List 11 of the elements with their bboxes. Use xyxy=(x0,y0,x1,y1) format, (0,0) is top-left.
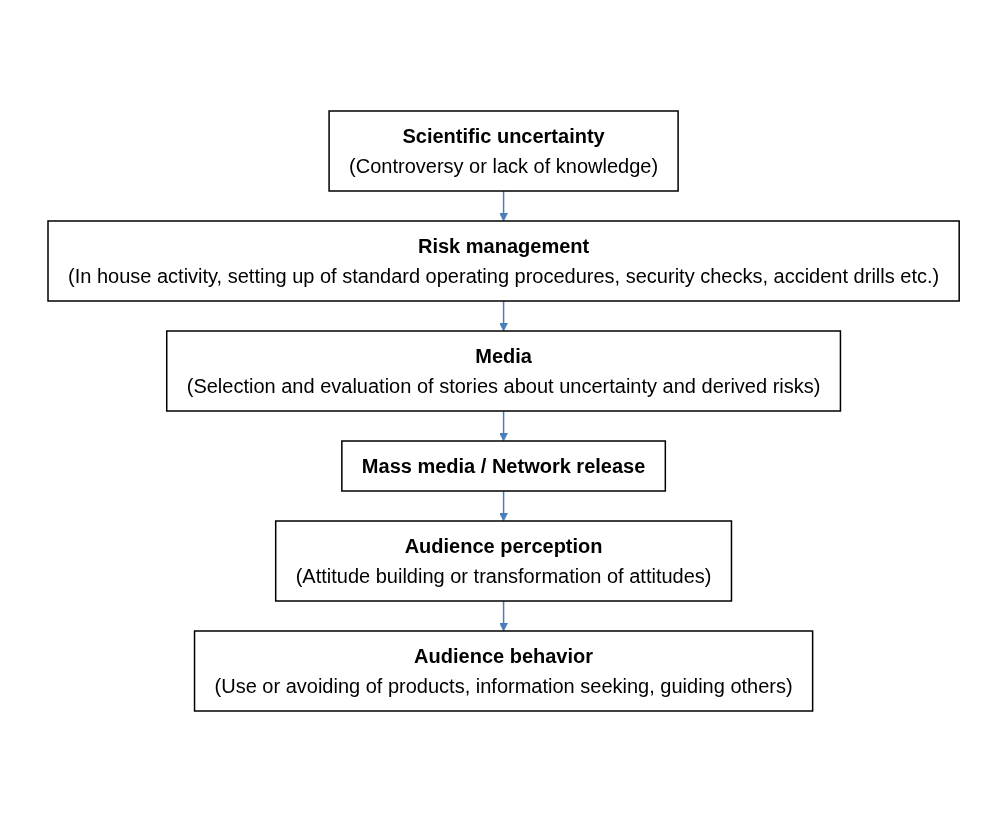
node-box: Audience perception (Attitude building or transformation of attitudes) xyxy=(275,519,733,602)
node-box: Mass media / Network release xyxy=(341,439,667,492)
arrow xyxy=(499,599,509,631)
arrow xyxy=(499,409,509,441)
node-box: Scientific uncertainty (Controversy or lack of knowledge) xyxy=(328,109,680,192)
node-box: Media (Selection and evaluation of stories about uncertainty and derived risks) xyxy=(166,329,842,412)
node-box: Risk management (In house activity, setting up of standard operating procedures, security checks, accident drills etc.) xyxy=(47,219,961,302)
node-box: Audience behavior (Use or avoiding of products, information seeking, guiding others) xyxy=(194,629,814,712)
arrow xyxy=(499,299,509,331)
arrow xyxy=(499,189,509,221)
arrow xyxy=(499,489,509,521)
